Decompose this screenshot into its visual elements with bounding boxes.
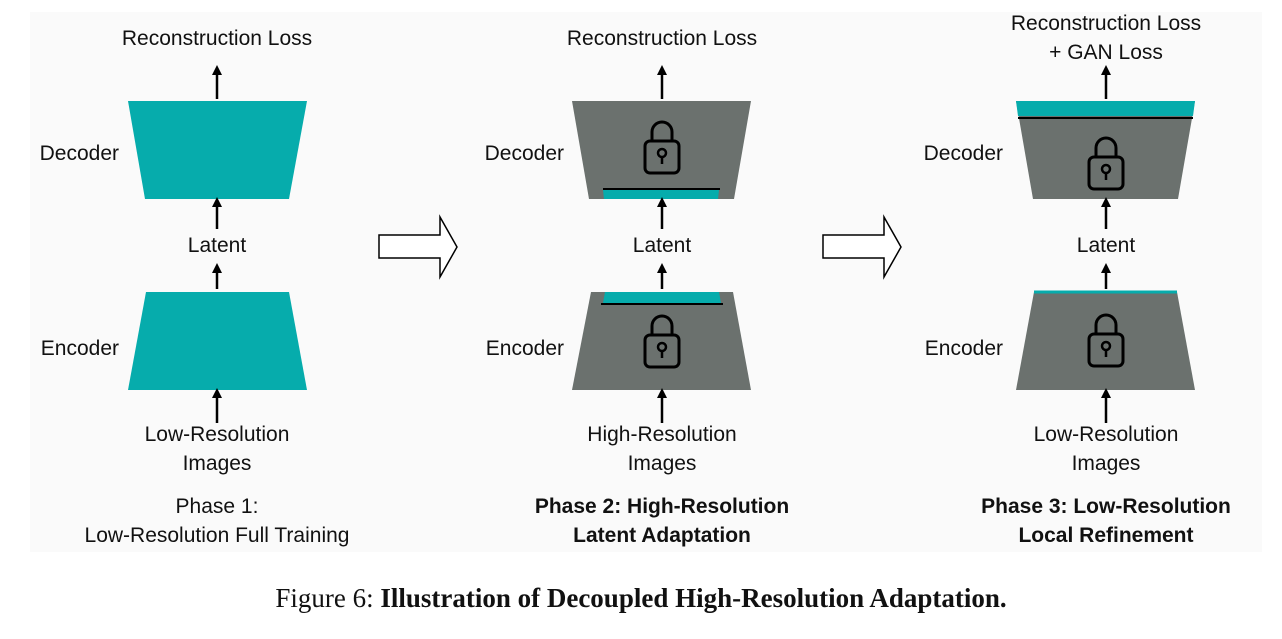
phase-3-input-label-line1: Low-Resolution xyxy=(1033,423,1179,446)
phase-1-title-line1: Phase 1: xyxy=(175,495,259,518)
phase-2-encoder-trainable-layer xyxy=(603,292,721,303)
phase-2-encoder-shape xyxy=(572,292,751,390)
phase-1-diagram xyxy=(128,65,307,423)
phase-1-latent-label: Latent xyxy=(187,234,247,257)
phase-2-title-line1: Phase 2: High-Resolution xyxy=(534,495,790,518)
phase-1-decoder-shape xyxy=(128,101,307,199)
phase-1-loss-label: Reconstruction Loss xyxy=(121,27,313,50)
phase-2-decoder-label: Decoder xyxy=(484,142,564,165)
phase-1-encoder-shape xyxy=(128,292,307,390)
phase-1-decoder-label: Decoder xyxy=(39,142,119,165)
phase-2-loss-label: Reconstruction Loss xyxy=(566,27,758,50)
phase-2-input-label-line1: High-Resolution xyxy=(587,423,737,446)
caption-prefix: Figure 6: xyxy=(275,583,381,613)
phase-1-encoder-label: Encoder xyxy=(40,337,119,360)
phase-2-diagram xyxy=(572,65,751,423)
phase-3-decoder-shape xyxy=(1016,101,1195,199)
phase-2-input-label-line2: Images xyxy=(627,452,697,475)
phase-2-title-line2: Latent Adaptation xyxy=(573,524,751,547)
phase-3-title-line1: Phase 3: Low-Resolution xyxy=(981,495,1231,518)
phase-3-input-label-line2: Images xyxy=(1071,452,1141,475)
phase-1-title-line2: Low-Resolution Full Training xyxy=(84,524,350,547)
phase-2-latent-label: Latent xyxy=(632,234,692,257)
transition-arrow-1 xyxy=(378,214,458,280)
phase-3-loss-label-line1: Reconstruction Loss xyxy=(1010,12,1202,35)
phase-3-latent-label: Latent xyxy=(1076,234,1136,257)
phase-3-encoder-label: Encoder xyxy=(924,337,1003,360)
figure-caption: Figure 6: Illustration of Decoupled High… xyxy=(0,583,1282,614)
phase-3-title-line2: Local Refinement xyxy=(1018,524,1194,547)
phase-1-input-label-line2: Images xyxy=(182,452,252,475)
transition-arrow-2 xyxy=(822,214,902,280)
phase-2-decoder-trainable-layer xyxy=(603,190,719,199)
phase-3-diagram xyxy=(1016,65,1195,423)
phase-3-loss-label-line2: + GAN Loss xyxy=(1049,41,1163,64)
caption-title: Illustration of Decoupled High-Resolutio… xyxy=(380,583,1007,613)
phase-3-decoder-trainable-layer xyxy=(1016,101,1195,116)
phase-1-input-label-line1: Low-Resolution xyxy=(144,423,290,446)
phase-2-encoder-label: Encoder xyxy=(485,337,564,360)
phase-3-decoder-label: Decoder xyxy=(923,142,1003,165)
